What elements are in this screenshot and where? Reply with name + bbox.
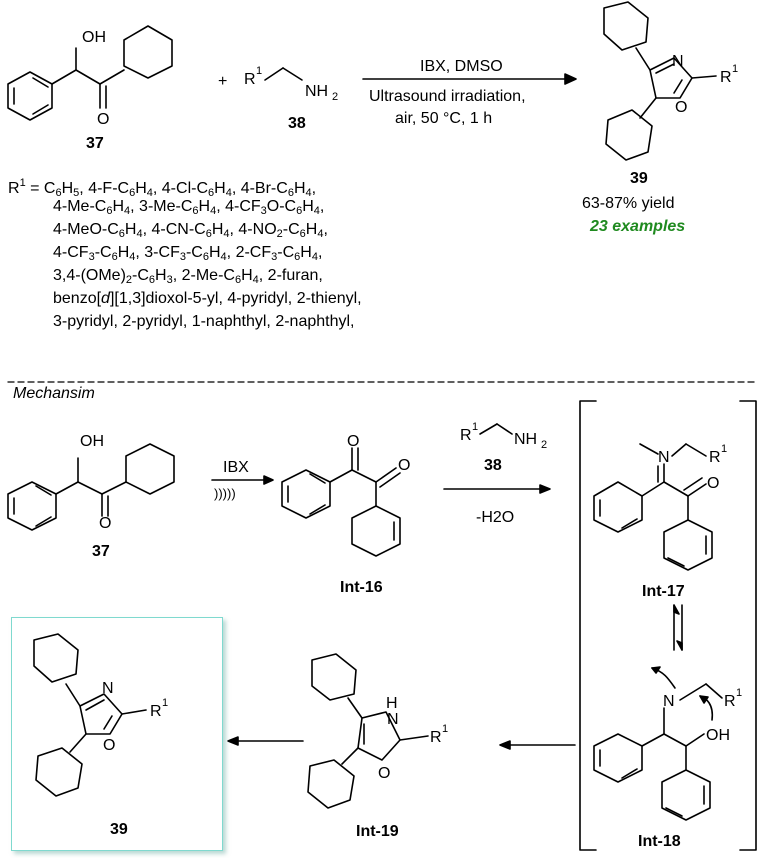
r-superscript: 1 xyxy=(256,65,262,77)
compound-37-label-mech: 37 xyxy=(92,543,110,560)
int19-label: Int-19 xyxy=(356,823,399,840)
oxazole-structure-top xyxy=(603,1,717,161)
r-label-top: R xyxy=(244,71,256,88)
benzoin-structure-mech xyxy=(7,443,175,531)
ibx-label: IBX xyxy=(223,459,249,476)
oxazoline-structure-int19 xyxy=(307,653,429,809)
int18-n: N xyxy=(663,693,675,710)
int18-r: R xyxy=(724,693,736,710)
amine-subscript: 2 xyxy=(332,91,338,103)
int17-r-super: 1 xyxy=(721,443,727,455)
carbonyl-o-label-top: O xyxy=(97,111,109,128)
oxazole-r-top: R xyxy=(720,69,732,86)
int18-label: Int-18 xyxy=(638,833,681,850)
oxazole-r-super-top: 1 xyxy=(732,63,738,75)
oxazole-o-mech: O xyxy=(103,737,115,754)
enol-structure-int18 xyxy=(593,666,723,821)
substituent-line: 4-CF3-C6H4, 3-CF3-C6H4, 2-CF3-C6H4, xyxy=(53,244,323,263)
yield-text: 63-87% yield xyxy=(582,195,675,212)
int18-oh: OH xyxy=(706,727,730,744)
oxazole-o-top: O xyxy=(675,99,687,116)
int19-r-super: 1 xyxy=(442,723,448,735)
compound-38-label-mech: 38 xyxy=(484,457,502,474)
compound-39-label-top: 39 xyxy=(630,170,648,187)
compound-37-label: 37 xyxy=(86,135,104,152)
oxazole-r-mech: R xyxy=(150,703,162,720)
carbonyl-o-label-mech: O xyxy=(99,515,111,532)
int16-label: Int-16 xyxy=(340,579,383,596)
int17-o: O xyxy=(707,475,719,492)
hydroxyl-label-mech: OH xyxy=(80,433,104,450)
compound-39-label-mech: 39 xyxy=(110,821,128,838)
mechanism-title: Mechansim xyxy=(13,385,95,402)
benzoin-structure-top xyxy=(7,25,173,121)
int17-r: R xyxy=(709,449,721,466)
substituent-line: 4-MeO-C6H4, 4-CN-C6H4, 4-NO2-C6H4, xyxy=(53,221,328,240)
ultrasound-symbol: ))))) xyxy=(214,486,236,501)
equilibrium-arrows xyxy=(673,604,683,651)
plus-sign: + xyxy=(218,73,228,90)
compound-38-label: 38 xyxy=(288,115,306,132)
reagent-line-1: IBX, DMSO xyxy=(420,58,503,75)
product-highlight-box xyxy=(11,617,223,851)
hydroxyl-label-top: OH xyxy=(82,29,106,46)
examples-count: 23 examples xyxy=(590,218,686,235)
int19-o: O xyxy=(378,765,390,782)
int19-n: N xyxy=(387,711,399,728)
substituent-line: 3,4-(OMe)2-C6H3, 2-Me-C6H4, 2-furan, xyxy=(53,267,323,286)
benzil-structure xyxy=(281,447,401,557)
substituent-line: 4-Me-C6H4, 3-Me-C6H4, 4-CF3O-C6H4, xyxy=(53,198,325,217)
int19-h: H xyxy=(386,695,398,712)
amine-label-top: NH xyxy=(305,83,328,100)
reagent-line-3: air, 50 °C, 1 h xyxy=(395,110,493,127)
reagent-line-2: Ultrasound irradiation, xyxy=(369,88,526,105)
substituent-line: 3-pyridyl, 2-pyridyl, 1-naphthyl, 2-naph… xyxy=(53,313,355,330)
imine-structure-int17 xyxy=(593,443,713,571)
amine-structure-top xyxy=(264,67,303,81)
amine-sub-mech: 2 xyxy=(541,439,547,451)
int19-r: R xyxy=(430,729,442,746)
amine-structure-mech xyxy=(479,423,513,435)
int17-label: Int-17 xyxy=(642,583,685,600)
oxazole-structure-mech xyxy=(33,633,147,797)
right-bracket xyxy=(739,400,757,851)
oxazole-n-mech: N xyxy=(102,680,114,697)
r-super-mech: 1 xyxy=(472,421,478,433)
int17-n: N xyxy=(658,449,670,466)
substituent-line: R1 = C6H5, 4-F-C6H4, 4-Cl-C6H4, 4-Br-C6H… xyxy=(8,177,317,199)
arrowhead xyxy=(564,73,577,85)
benzil-o1: O xyxy=(347,433,359,450)
left-bracket xyxy=(579,400,597,851)
int18-r-super: 1 xyxy=(736,687,742,699)
oxazole-n-top: N xyxy=(672,53,684,70)
benzil-o2: O xyxy=(398,457,410,474)
minus-water-label: -H2O xyxy=(476,509,514,526)
amine-label-mech: NH xyxy=(514,431,537,448)
r-label-mech: R xyxy=(460,427,472,444)
oxazole-r-super-mech: 1 xyxy=(162,697,168,709)
substituent-line: benzo[d][1,3]dioxol-5-yl, 4-pyridyl, 2-t… xyxy=(53,290,362,307)
